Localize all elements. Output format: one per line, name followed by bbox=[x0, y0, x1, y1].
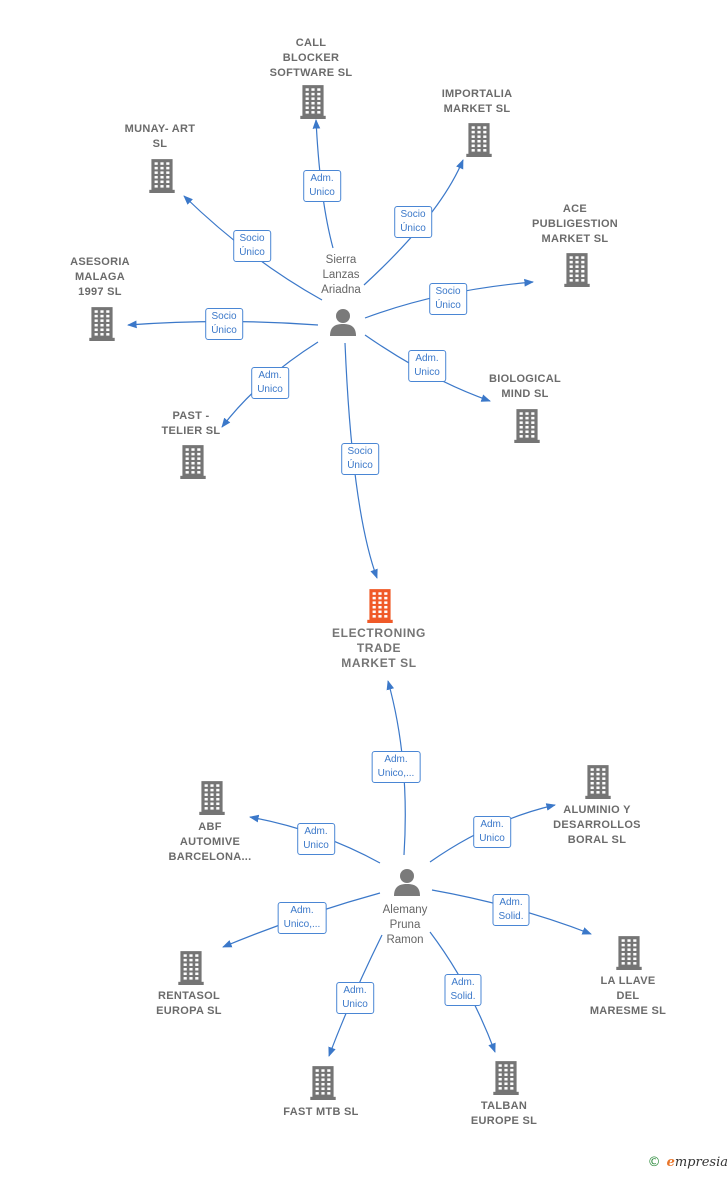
company-building-icon[interactable] bbox=[147, 157, 177, 198]
company-label[interactable]: ELECTRONING TRADE MARKET SL bbox=[332, 626, 426, 670]
company-building-icon[interactable] bbox=[197, 779, 227, 820]
company-label[interactable]: ABF AUTOMIVE BARCELONA... bbox=[168, 821, 252, 863]
company-building-icon[interactable] bbox=[464, 121, 494, 162]
relation-badge[interactable]: Adm. Unico bbox=[408, 350, 446, 382]
company-building-icon[interactable] bbox=[178, 443, 208, 484]
company-building-icon[interactable] bbox=[87, 305, 117, 346]
company-building-icon[interactable] bbox=[176, 949, 206, 990]
company-building-icon[interactable] bbox=[614, 934, 644, 975]
company-label[interactable]: ALUMINIO Y DESARROLLOS BORAL SL bbox=[553, 804, 641, 846]
brand-footer: © empresia bbox=[648, 1155, 728, 1170]
relation-badge[interactable]: Adm. Unico bbox=[473, 816, 511, 848]
company-label[interactable]: PAST - TELIER SL bbox=[161, 410, 221, 437]
relation-badge[interactable]: Socio Único bbox=[341, 443, 379, 475]
brand-name: mpresia bbox=[674, 1155, 728, 1170]
relation-badge[interactable]: Adm. Unico,... bbox=[277, 902, 327, 934]
company-label[interactable]: BIOLOGICAL MIND SL bbox=[488, 373, 562, 400]
company-building-icon[interactable] bbox=[562, 251, 592, 292]
relation-badge[interactable]: Adm. Unico bbox=[297, 823, 335, 855]
person-label[interactable]: Sierra Lanzas Ariadna bbox=[321, 254, 361, 296]
main-company-building-icon[interactable] bbox=[365, 587, 395, 628]
company-label[interactable]: RENTASOL EUROPA SL bbox=[156, 990, 222, 1017]
brand-initial: e bbox=[666, 1155, 675, 1170]
relation-badge[interactable]: Socio Único bbox=[394, 206, 432, 238]
person-icon[interactable] bbox=[392, 867, 422, 902]
relation-edge bbox=[344, 342, 378, 579]
company-label[interactable]: ASESORIA MALAGA 1997 SL bbox=[70, 256, 130, 298]
company-building-icon[interactable] bbox=[298, 83, 328, 124]
relation-badge[interactable]: Adm. Solid. bbox=[444, 974, 482, 1006]
relation-badge[interactable]: Socio Único bbox=[205, 308, 243, 340]
relation-badge[interactable]: Adm. Unico bbox=[303, 170, 341, 202]
company-building-icon[interactable] bbox=[583, 763, 613, 804]
company-label[interactable]: IMPORTALIA MARKET SL bbox=[441, 88, 513, 115]
company-label[interactable]: ACE PUBLIGESTION MARKET SL bbox=[531, 203, 619, 245]
company-label[interactable]: TALBAN EUROPE SL bbox=[470, 1100, 538, 1127]
relation-badge[interactable]: Adm. Unico bbox=[336, 982, 374, 1014]
relation-badge[interactable]: Socio Único bbox=[429, 283, 467, 315]
company-building-icon[interactable] bbox=[512, 407, 542, 448]
relation-badge[interactable]: Adm. Unico,... bbox=[371, 751, 421, 783]
company-label[interactable]: CALL BLOCKER SOFTWARE SL bbox=[269, 37, 353, 79]
company-building-icon[interactable] bbox=[308, 1064, 338, 1105]
company-label[interactable]: MUNAY- ART SL bbox=[124, 123, 196, 150]
company-building-icon[interactable] bbox=[491, 1059, 521, 1100]
person-icon[interactable] bbox=[328, 307, 358, 342]
company-label[interactable]: FAST MTB SL bbox=[283, 1106, 359, 1118]
relation-badge[interactable]: Socio Único bbox=[233, 230, 271, 262]
copyright-icon: © bbox=[647, 1155, 661, 1170]
relation-badge[interactable]: Adm. Solid. bbox=[492, 894, 530, 926]
person-label[interactable]: Alemany Pruna Ramon bbox=[382, 904, 428, 946]
company-label[interactable]: LA LLAVE DEL MARESME SL bbox=[589, 975, 667, 1017]
relation-badge[interactable]: Adm. Unico bbox=[251, 367, 289, 399]
